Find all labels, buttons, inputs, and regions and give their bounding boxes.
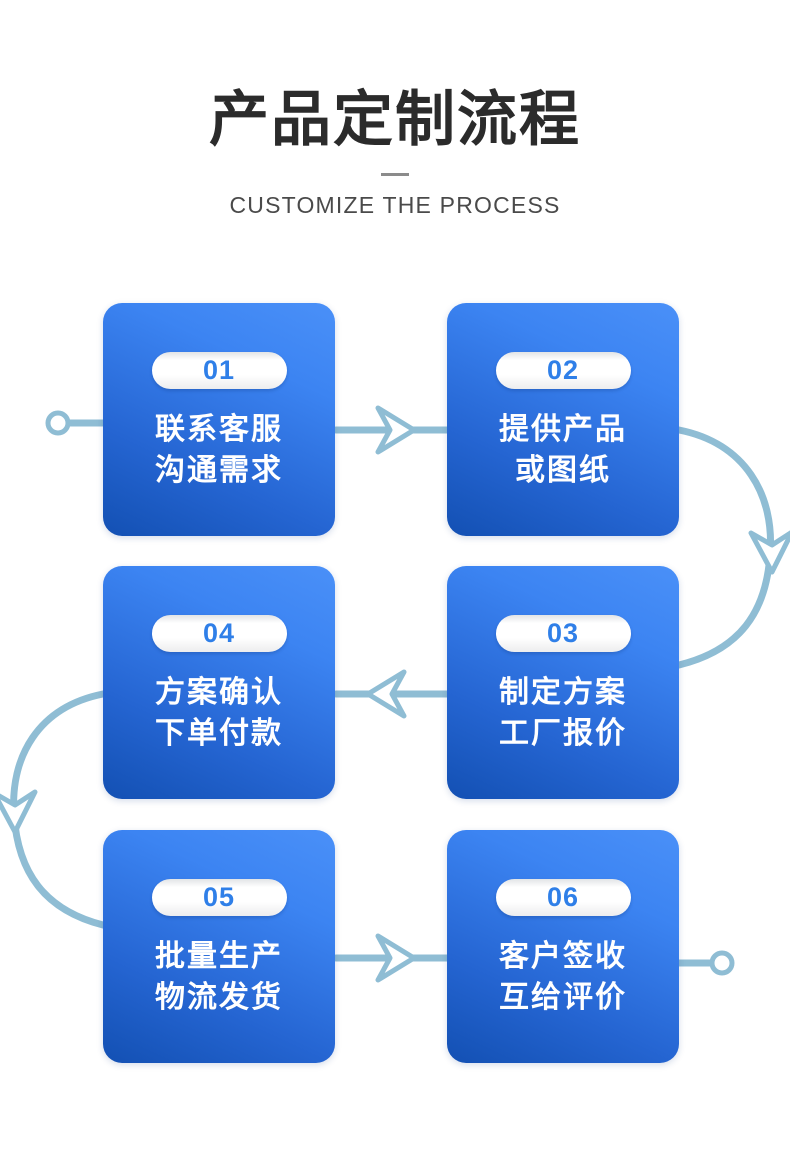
step-card-03[interactable]: 03 制定方案 工厂报价 bbox=[447, 566, 679, 799]
step-badge-03: 03 bbox=[495, 615, 631, 652]
arrowhead-left-row2-icon bbox=[365, 669, 407, 719]
step-text-06: 客户签收 互给评价 bbox=[499, 936, 627, 1019]
step-badge-02: 02 bbox=[495, 352, 631, 389]
step-number-06: 06 bbox=[546, 882, 580, 912]
step-text-02: 提供产品 或图纸 bbox=[499, 409, 627, 492]
step-text-01: 联系客服 沟通需求 bbox=[155, 409, 283, 492]
step-text-line2: 物流发货 bbox=[155, 981, 283, 1015]
step-card-06[interactable]: 06 客户签收 互给评价 bbox=[447, 830, 679, 1063]
step-badge-04: 04 bbox=[151, 615, 287, 652]
step-number-03: 03 bbox=[546, 618, 580, 648]
step-badge-05: 05 bbox=[151, 879, 287, 916]
step-text-04: 方案确认 下单付款 bbox=[155, 672, 283, 755]
start-circle-icon bbox=[45, 410, 71, 436]
arrowhead-down-right-curve-icon bbox=[748, 530, 790, 575]
page-subtitle: CUSTOMIZE THE PROCESS bbox=[229, 192, 561, 218]
connector-curve-02-03 bbox=[675, 426, 775, 669]
title-divider bbox=[381, 173, 409, 176]
step-card-04[interactable]: 04 方案确认 下单付款 bbox=[103, 566, 335, 799]
step-text-line1: 客户签收 bbox=[499, 940, 627, 973]
step-badge-06: 06 bbox=[495, 879, 631, 916]
step-text-05: 批量生产 物流发货 bbox=[155, 936, 283, 1019]
step-number-05: 05 bbox=[202, 882, 236, 912]
connector-curve-04-05 bbox=[10, 690, 107, 929]
step-number-01: 01 bbox=[202, 355, 236, 385]
arrowhead-right-row3-icon bbox=[375, 933, 417, 983]
step-number-02: 02 bbox=[546, 355, 580, 385]
step-text-line1: 方案确认 bbox=[155, 676, 283, 709]
step-text-line1: 制定方案 bbox=[499, 676, 627, 709]
step-text-line2: 或图纸 bbox=[515, 454, 611, 488]
step-text-line1: 联系客服 bbox=[155, 413, 283, 446]
step-text-line1: 提供产品 bbox=[499, 413, 627, 446]
step-number-04: 04 bbox=[202, 618, 236, 648]
step-text-line2: 互给评价 bbox=[499, 981, 627, 1015]
arrowhead-down-left-curve-icon bbox=[0, 789, 38, 835]
step-card-01[interactable]: 01 联系客服 沟通需求 bbox=[103, 303, 335, 536]
page-header: 产品定制流程 CUSTOMIZE THE PROCESS bbox=[0, 0, 790, 219]
step-text-line2: 工厂报价 bbox=[499, 717, 627, 751]
step-card-02[interactable]: 02 提供产品 或图纸 bbox=[447, 303, 679, 536]
step-text-line1: 批量生产 bbox=[155, 940, 283, 973]
step-text-line2: 沟通需求 bbox=[155, 454, 283, 488]
step-card-05[interactable]: 05 批量生产 物流发货 bbox=[103, 830, 335, 1063]
step-text-03: 制定方案 工厂报价 bbox=[499, 672, 627, 755]
arrowhead-right-row1-icon bbox=[375, 405, 417, 455]
page-title: 产品定制流程 bbox=[209, 86, 581, 153]
step-text-line2: 下单付款 bbox=[155, 717, 283, 751]
end-circle-icon bbox=[709, 950, 735, 976]
step-badge-01: 01 bbox=[151, 352, 287, 389]
